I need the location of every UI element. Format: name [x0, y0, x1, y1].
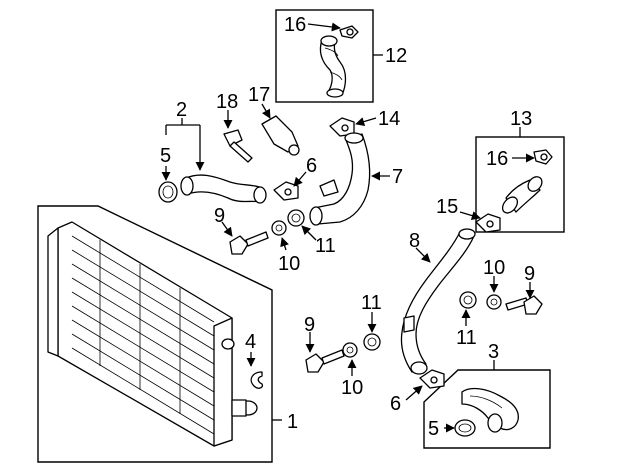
o-ring-part-5-upper [158, 181, 178, 203]
callout-9-right: 9 [524, 263, 535, 285]
callout-15: 15 [436, 196, 458, 218]
hose-part-13 [501, 176, 543, 214]
callout-17: 17 [248, 84, 270, 106]
callout-13: 13 [510, 108, 532, 130]
callout-18: 18 [216, 91, 238, 113]
pipe-part-8 [400, 228, 476, 375]
grommet-part-11-middle [363, 333, 381, 351]
callout-11-right: 11 [456, 327, 477, 349]
callout-11-upper: 11 [315, 235, 336, 257]
clamp-part-16-upper [339, 25, 359, 39]
pipe-part-7 [309, 132, 371, 226]
clamp-part-15 [475, 213, 501, 233]
o-ring-part-5-lower [454, 419, 476, 437]
callout-5-lower: 5 [428, 418, 439, 440]
bolt-part-9-upper [229, 231, 269, 255]
washer-part-10-right [486, 294, 502, 310]
hose-part-3 [461, 387, 519, 433]
callout-7: 7 [392, 166, 403, 188]
callout-2: 2 [176, 99, 187, 121]
bolt-part-18 [223, 129, 253, 163]
hose-part-2 [180, 174, 267, 204]
callout-11-middle: 11 [361, 292, 382, 314]
callout-3: 3 [488, 341, 499, 363]
callout-16-upper: 16 [284, 14, 306, 36]
seal-part-4 [250, 371, 264, 389]
callout-8: 8 [409, 230, 420, 252]
callout-4: 4 [245, 331, 256, 353]
grommet-part-11-upper [287, 209, 305, 227]
clamp-part-16-lower [533, 149, 553, 165]
clamp-part-6-upper [273, 181, 299, 201]
washer-part-10-middle [342, 342, 358, 358]
clamp-part-6-lower [419, 369, 445, 389]
callout-14: 14 [378, 108, 400, 130]
callout-16-lower: 16 [486, 148, 508, 170]
sensor-part-17 [261, 115, 300, 156]
intercooler-part-1 [47, 221, 258, 447]
callout-1: 1 [287, 411, 298, 433]
bolt-part-9-middle [305, 349, 345, 373]
clamp-part-14 [329, 117, 355, 137]
washer-part-10-upper [271, 220, 287, 236]
bolt-part-9-right [505, 295, 543, 315]
callout-10-upper: 10 [278, 253, 300, 275]
callout-5-upper: 5 [160, 145, 171, 167]
callout-9-upper: 9 [214, 205, 225, 227]
callout-12: 12 [385, 45, 407, 67]
callout-10-middle: 10 [341, 377, 363, 399]
callout-6-upper: 6 [306, 155, 317, 177]
grommet-part-11-right [459, 291, 477, 309]
callout-6-lower: 6 [390, 393, 401, 415]
hose-part-12 [319, 35, 347, 98]
callout-10-right: 10 [483, 257, 505, 279]
callout-9-middle: 9 [304, 314, 315, 336]
